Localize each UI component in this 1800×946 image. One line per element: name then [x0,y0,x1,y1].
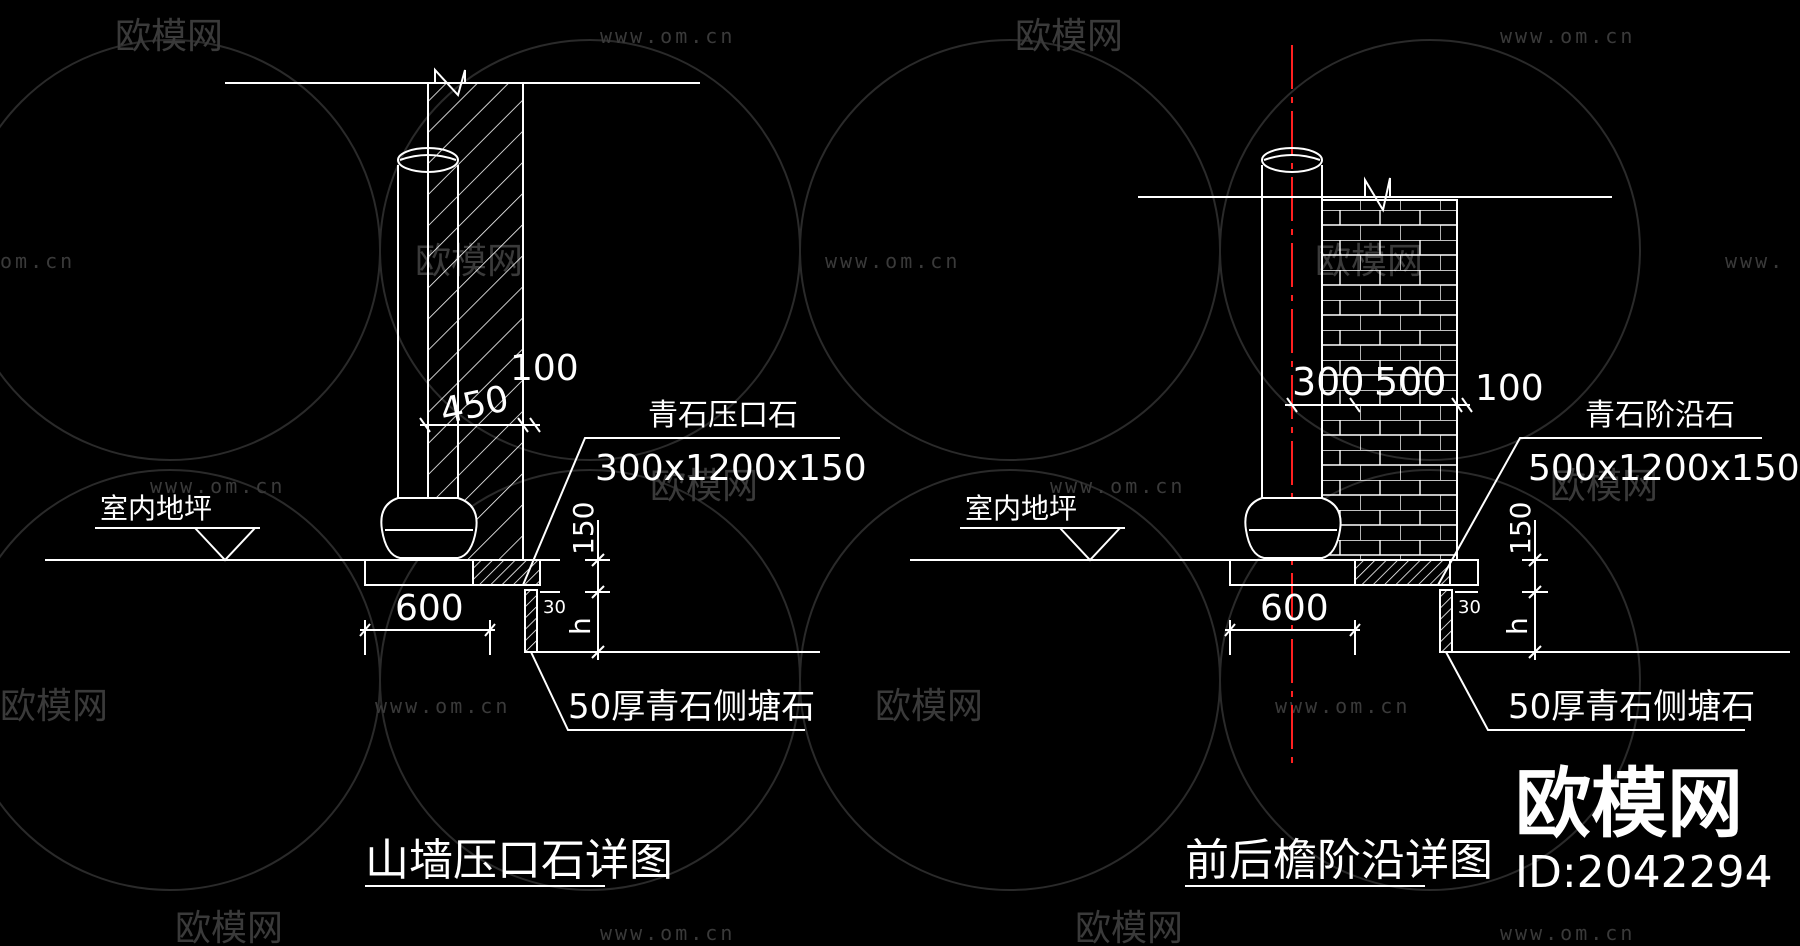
right-column [1261,165,1323,500]
right-detail [910,45,1790,887]
watermark-url: www.om.cn [150,474,285,498]
right-detail-text: 室内地坪 青石阶沿石 500x1200x150 300 500 100 600 … [965,360,1800,886]
left-side-leader [530,651,805,731]
right-detail-title: 前后檐阶沿详图 [1185,835,1493,886]
watermark-brand: 欧模网 [115,16,223,57]
watermark-url: www.om.cn [1500,921,1635,945]
left-detail [45,67,840,887]
watermark-brand: 欧模网 [650,466,758,507]
right-side-stone [1439,589,1453,653]
left-side-stone-label: 50厚青石侧塘石 [568,687,815,727]
left-column-top [397,147,459,173]
left-column [397,165,459,500]
stamp-brand: 欧模网 [1515,759,1743,848]
left-stone-leader [522,437,840,586]
right-dim-300: 300 [1292,360,1365,404]
right-dim-500: 500 [1374,360,1447,404]
right-dim-100: 100 [1475,368,1544,409]
watermark-url: om.cn [0,249,75,273]
left-floor-label: 室内地坪 [100,492,212,525]
right-step-edge [1449,559,1479,586]
watermark-layer [0,39,1641,891]
right-column-top [1261,147,1323,173]
left-wall-hatch [427,82,524,561]
right-step-stone [1354,559,1451,586]
watermark-url: www.om.cn [375,694,510,718]
watermark-brand: 欧模网 [1550,466,1658,507]
right-dim-30: 30 [1458,597,1481,618]
right-dim-150: 150 [1504,502,1537,555]
right-stone-label: 青石阶沿石 [1585,398,1735,433]
right-floor-label: 室内地坪 [965,492,1077,525]
left-dim-30: 30 [543,597,566,618]
left-dim-h: h [564,617,597,635]
left-side-stone [524,589,538,653]
left-detail-title: 山墙压口石详图 [365,835,673,886]
left-dim-150: 150 [567,502,600,555]
watermark-texts: 欧模网 欧模网 欧模网 欧模网 欧模网 欧模网 欧模网 欧模网 欧模网 欧模网 … [0,16,1785,946]
watermark-url: www. [1725,249,1785,273]
right-dim-h: h [1501,617,1534,635]
watermark-brand: 欧模网 [1075,908,1183,946]
right-floor-symbol [1059,527,1121,562]
right-side-leader [1445,651,1745,731]
right-column-base [1244,497,1342,559]
right-dim-600: 600 [1260,588,1329,629]
watermark-url: www.om.cn [1500,24,1635,48]
left-detail-text: 室内地坪 青石压口石 300x1200x150 450 100 600 150 … [100,348,867,886]
left-column-top-arc [399,154,457,161]
watermark-brand: 欧模网 [175,908,283,946]
right-side-stone-label: 50厚青石侧塘石 [1508,687,1755,727]
left-stone-size: 300x1200x150 [595,448,867,489]
stamp-id: ID:2042294 [1515,847,1773,898]
stamp: 欧模网 ID:2042294 [1515,759,1773,898]
left-pressing-stone [472,559,541,586]
left-plinth [364,559,474,586]
watermark-url: www.om.cn [600,24,735,48]
left-dim-100: 100 [510,348,579,389]
watermark-brand: 欧模网 [875,686,983,727]
left-stone-label: 青石压口石 [648,398,798,433]
left-column-base [380,497,478,559]
watermark-brand: 欧模网 [1015,16,1123,57]
watermark-url: www.om.cn [1050,474,1185,498]
watermark-brand: 欧模网 [0,686,108,727]
watermark-url: www.om.cn [600,921,735,945]
right-stone-size: 500x1200x150 [1528,448,1800,489]
watermark-url: www.om.cn [825,249,960,273]
left-dim-600: 600 [395,588,464,629]
left-floor-symbol [194,527,256,562]
right-stone-leader [1437,437,1762,586]
watermark-url: www.om.cn [1275,694,1410,718]
right-brick-wall [1321,199,1458,561]
